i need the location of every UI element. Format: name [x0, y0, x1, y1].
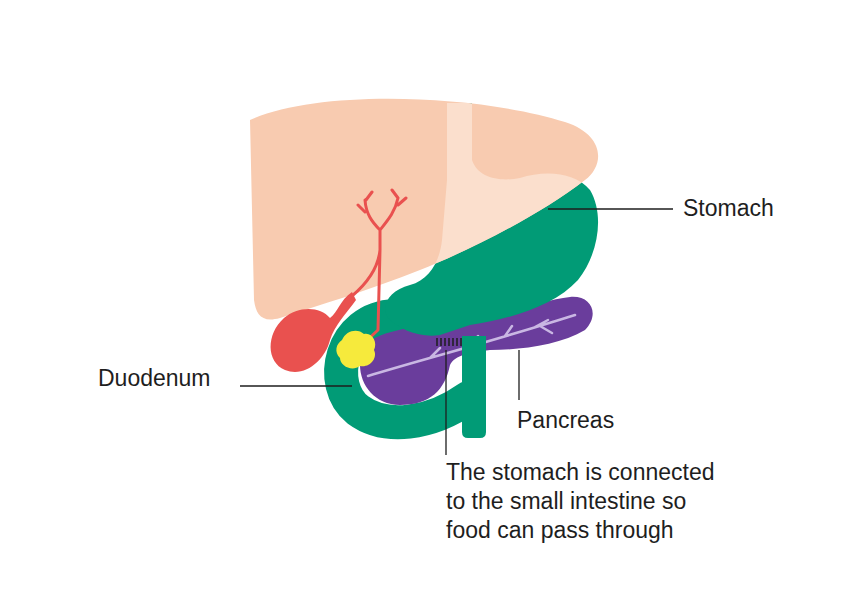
leader-line [240, 385, 352, 386]
organ-label: Pancreas [517, 406, 614, 435]
join-marks [437, 338, 461, 346]
organ-label: Stomach [683, 194, 774, 223]
liver-shape [250, 99, 598, 320]
organ-label: Duodenum [98, 364, 211, 393]
caption-note: The stomach is connected to the small in… [446, 458, 731, 545]
leader-line [445, 350, 446, 455]
leader-line [548, 208, 673, 209]
small-intestine-shape [462, 336, 486, 438]
leader-line [518, 350, 519, 400]
tumour-blob [336, 331, 375, 369]
stomach-behind-liver [385, 103, 598, 336]
bile-ducts [352, 190, 406, 345]
